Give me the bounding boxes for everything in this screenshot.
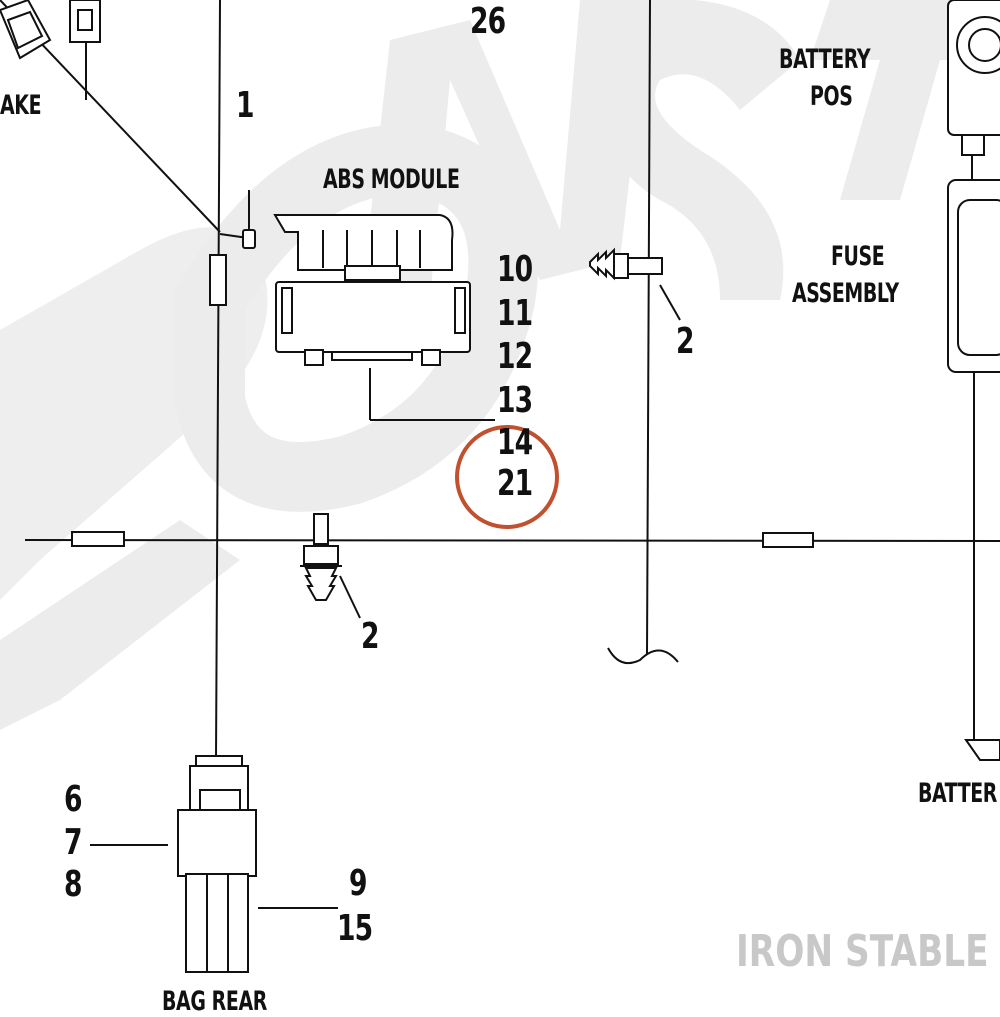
battery-pos-label-line1: BATTERY [779,44,871,75]
push-clip-center-drawing [300,513,342,601]
abs-module-drawing [242,190,471,366]
watermark-text: IRON STABLE [736,926,989,977]
sleeve-horizontal-right [762,532,814,548]
callout-clip-center-2: 2 [361,616,379,657]
callout-26: 26 [470,1,506,42]
callout-abs-14: 14 [497,422,533,463]
callout-1: 1 [236,85,254,126]
callout-abs-13: 13 [497,380,533,421]
bag-rear-label: BAG REAR [162,986,267,1017]
abs-module-label: ABS MODULE [323,164,460,195]
push-clip-right-drawing [589,247,663,281]
callout-abs-21: 21 [497,463,533,504]
fuse-assembly-label-line1: FUSE [831,241,885,272]
callout-abs-12: 12 [497,336,533,377]
callout-connector-9: 9 [349,863,367,904]
sleeve-horizontal-left [71,531,125,547]
sleeve-left [209,254,227,306]
highlight-circle [455,425,559,529]
callout-connector-7: 7 [64,822,82,863]
callout-connector-6: 6 [64,779,82,820]
battery-label: BATTER [918,778,998,809]
fuse-assembly-drawing [947,0,1000,761]
bottom-connector-drawing [177,755,257,973]
callout-abs-10: 10 [497,249,533,290]
battery-pos-label-line2: POS [810,81,853,112]
callout-connector-8: 8 [64,864,82,905]
fuse-assembly-label-line2: ASSEMBLY [792,278,899,309]
callout-clip-right-2: 2 [676,321,694,362]
callout-abs-11: 11 [497,293,533,334]
callout-connector-15: 15 [337,908,373,949]
brake-label: AKE [0,90,42,121]
